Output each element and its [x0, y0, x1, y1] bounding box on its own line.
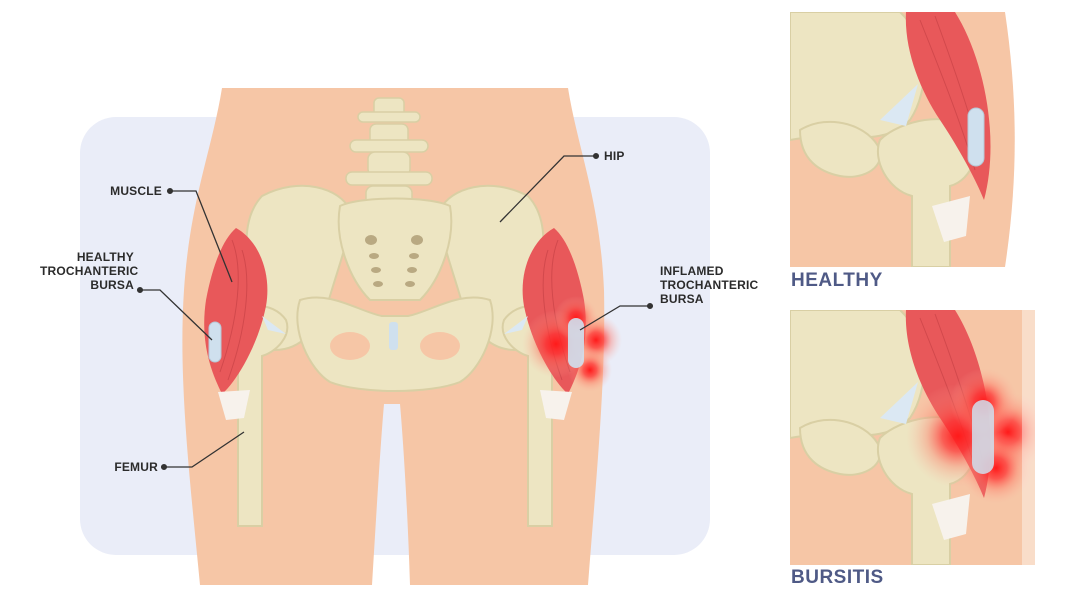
bursitis-panel-art [790, 310, 1035, 565]
label-healthy-bursa-line2: TROCHANTERIC [40, 264, 139, 278]
inflamed-bursa [568, 318, 584, 368]
sacral-foramina [365, 235, 423, 287]
label-inflamed-bursa-line1: INFLAMED [660, 264, 724, 278]
label-hip: HIP [604, 149, 625, 163]
leader-lines [136, 152, 654, 471]
left-ligament [262, 316, 286, 334]
pubic-symphysis [389, 322, 398, 350]
label-femur: FEMUR [114, 460, 158, 474]
right-tendon [540, 390, 572, 420]
label-inflamed-bursa-line3: BURSA [660, 292, 704, 306]
label-inflamed-bursa: INFLAMED TROCHANTERIC BURSA [660, 264, 758, 306]
label-inflamed-bursa-line2: TROCHANTERIC [660, 278, 759, 292]
healthy-panel-art [790, 12, 1035, 267]
healthy-panel-title: HEALTHY [791, 270, 883, 291]
label-muscle: MUSCLE [110, 184, 162, 198]
healthy-bursa [208, 321, 222, 363]
bursitis-panel-title: BURSITIS [791, 567, 884, 588]
label-healthy-bursa-line3: BURSA [90, 278, 134, 292]
right-ligament [504, 316, 528, 334]
left-tendon [218, 390, 250, 420]
pelvis-holes [330, 332, 460, 360]
label-healthy-bursa-line1: HEALTHY [76, 250, 134, 264]
label-healthy-bursa: HEALTHY TROCHANTERIC BURSA [40, 250, 139, 292]
